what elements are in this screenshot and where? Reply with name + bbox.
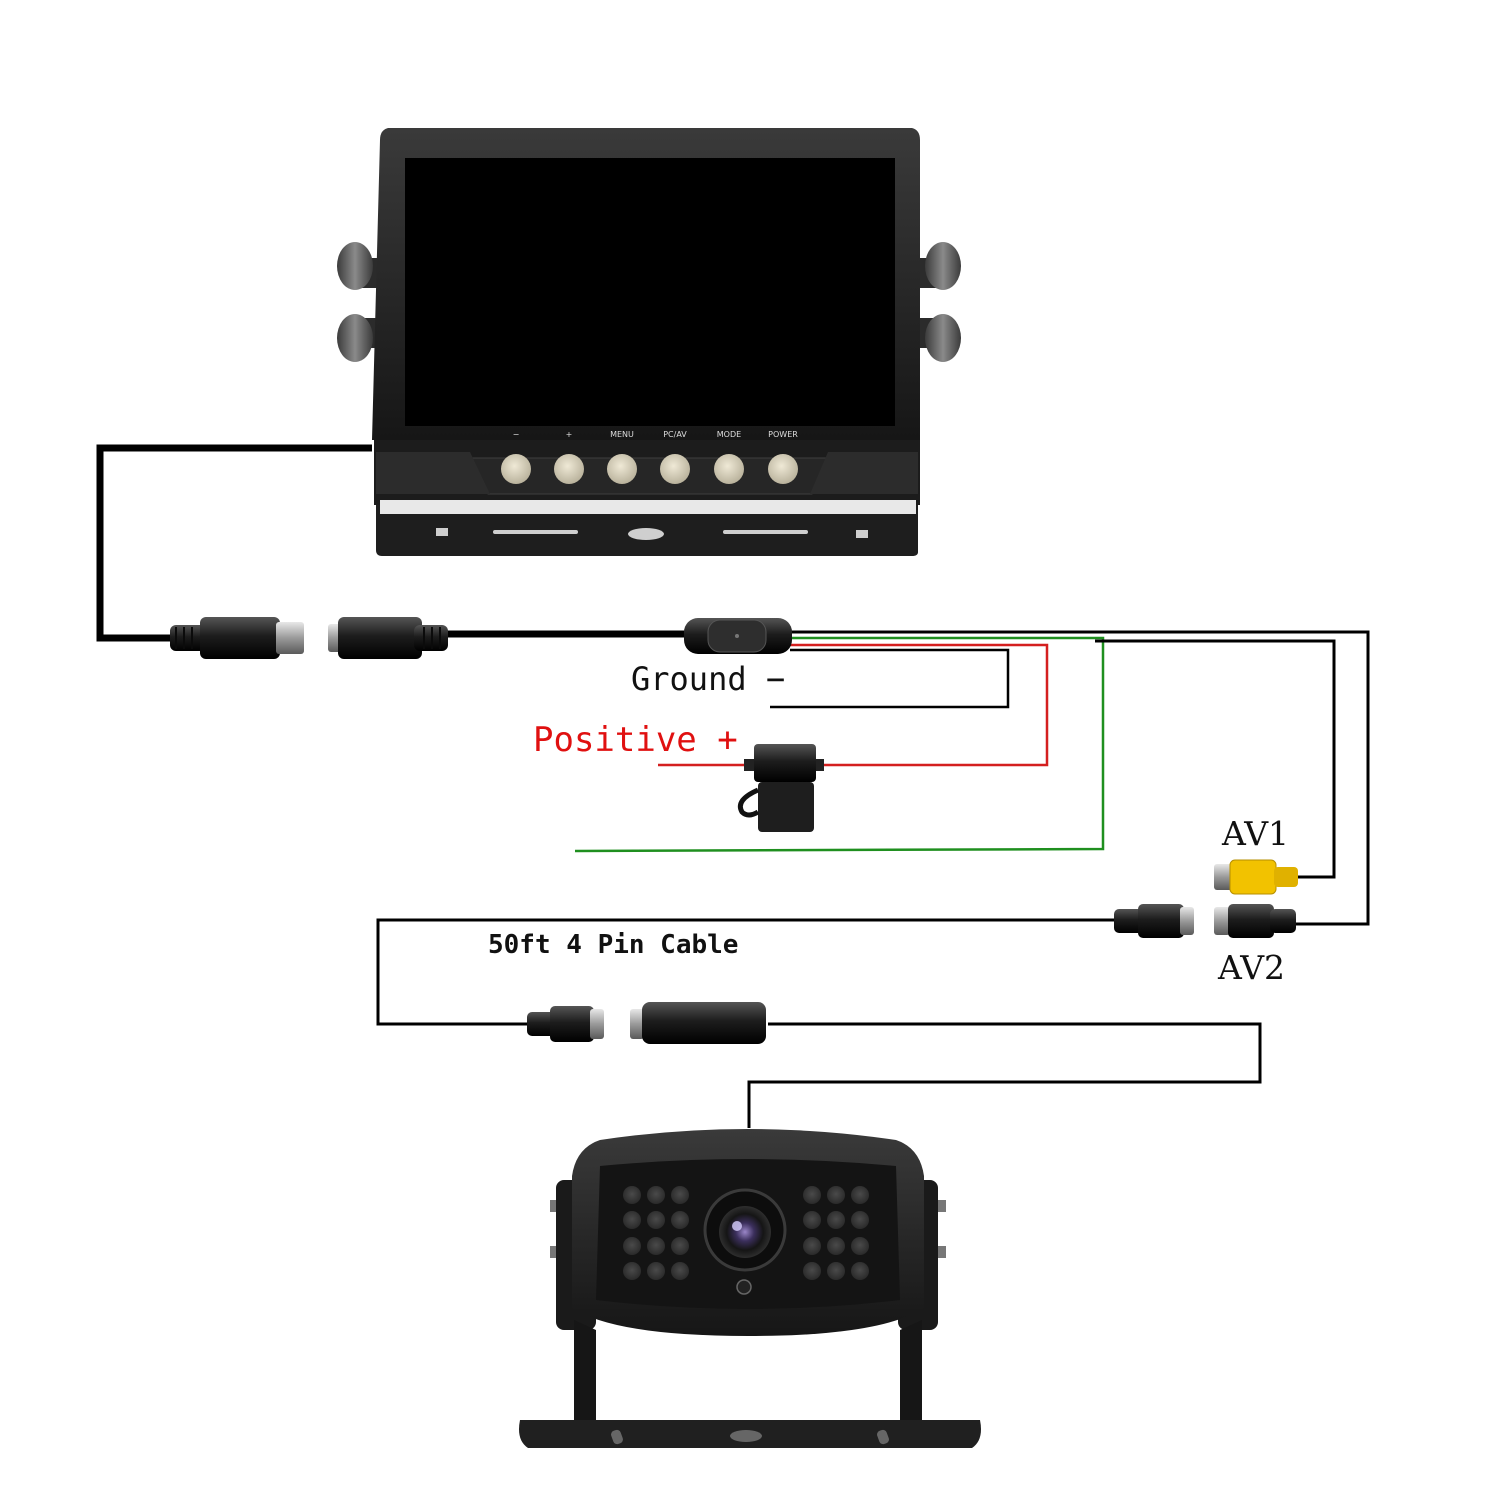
fuse-holder <box>737 744 824 832</box>
aviation-connector-pair-monitor <box>170 617 448 659</box>
camera-bracket <box>574 1320 922 1430</box>
av2-connector-pair <box>1114 904 1296 938</box>
monitor: − + MENU PC/AV MODE POWER <box>337 128 961 556</box>
monitor-right-knobs <box>915 242 961 362</box>
plus-button[interactable] <box>554 454 584 484</box>
av1-wire <box>1095 639 1336 879</box>
camera-cable <box>747 1022 1262 1128</box>
wires <box>96 444 1370 1128</box>
btn-label-menu: MENU <box>610 430 634 439</box>
ir-leds-left <box>623 1186 689 1280</box>
av2-bus-wire <box>790 630 1370 926</box>
btn-label-mode: MODE <box>717 430 741 439</box>
power-button[interactable] <box>768 454 798 484</box>
ir-leds-right <box>803 1186 869 1280</box>
minus-button[interactable] <box>501 454 531 484</box>
monitor-buttons <box>501 454 798 484</box>
camera-connector-pair <box>527 1002 766 1044</box>
wire-splitter <box>684 618 792 654</box>
light-sensor <box>736 1279 752 1295</box>
btn-label-pc-av: PC/AV <box>663 430 687 439</box>
positive-label: Positive + <box>533 720 738 760</box>
monitor-screen <box>405 158 895 426</box>
btn-label-power: POWER <box>768 430 798 439</box>
ground-wire <box>770 648 1010 709</box>
positive-wire <box>790 643 1049 767</box>
av2-label: AV2 <box>1218 948 1286 987</box>
cable-label: 50ft 4 Pin Cable <box>488 930 739 960</box>
btn-label-plus: + <box>566 430 573 439</box>
av1-label: AV1 <box>1222 814 1290 853</box>
backup-camera <box>519 1129 981 1448</box>
extension-cable <box>376 918 1116 1026</box>
signal-wire <box>574 636 1105 853</box>
ground-label: Ground − <box>631 660 786 698</box>
mode-button[interactable] <box>714 454 744 484</box>
menu-button[interactable] <box>607 454 637 484</box>
pc-av-button[interactable] <box>660 454 690 484</box>
btn-label-minus: − <box>513 430 520 439</box>
av1-connector <box>1214 859 1298 895</box>
monitor-cable <box>96 444 372 642</box>
monitor-button-labels: − + MENU PC/AV MODE POWER <box>513 430 799 439</box>
